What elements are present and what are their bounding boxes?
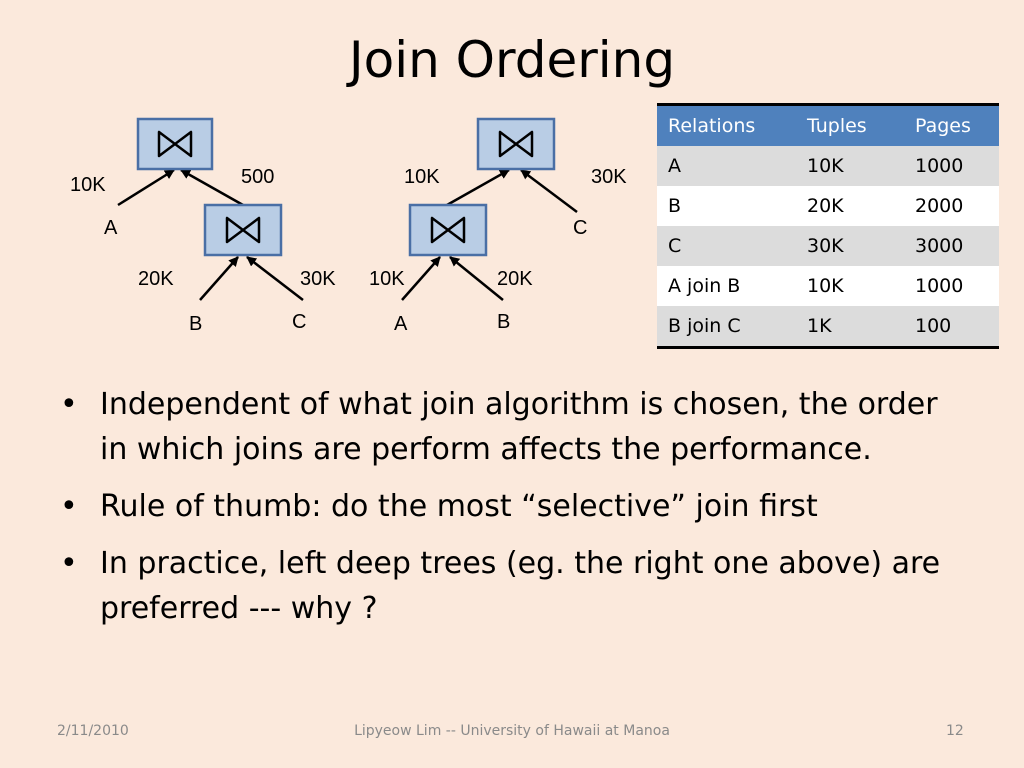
relation-label-a: A [394, 313, 408, 335]
join-node-child [408, 203, 488, 257]
slide-title: Join Ordering [348, 31, 676, 89]
table-cell: 1000 [904, 146, 999, 186]
column-header: Pages [904, 104, 999, 146]
footer-date: 2/11/2010 [57, 723, 129, 739]
edge-b-to-join [199, 256, 239, 301]
edge-a-to-join [401, 256, 441, 301]
bullet-item: In practice, left deep trees (eg. the ri… [60, 541, 960, 631]
relations-table: Relations Tuples Pages A 10K 1000 B 20K … [657, 103, 999, 349]
join-node-root [136, 117, 214, 171]
table-cell: C [657, 226, 796, 266]
table-cell: 100 [904, 306, 999, 348]
left-tree: 10K 500 A 20K 30K B C [70, 117, 336, 335]
table-cell: 3000 [904, 226, 999, 266]
table-cell: B join C [657, 306, 796, 348]
table-header-row: Relations Tuples Pages [657, 104, 999, 146]
bullet-list: Independent of what join algorithm is ch… [60, 382, 960, 643]
table-cell: A [657, 146, 796, 186]
column-header: Tuples [796, 104, 904, 146]
edge-join-to-root [180, 168, 244, 207]
table-cell: 30K [796, 226, 904, 266]
table-cell: A join B [657, 266, 796, 306]
relation-label-b: B [189, 313, 202, 335]
table-cell: 10K [796, 266, 904, 306]
cardinality-label: 500 [241, 166, 274, 188]
bowtie-join-icon [430, 216, 466, 244]
edge-c-to-root [520, 169, 578, 213]
cardinality-label: 10K [404, 166, 440, 188]
table-cell: 10K [796, 146, 904, 186]
table-cell: 20K [796, 186, 904, 226]
cardinality-label: 20K [138, 268, 174, 290]
footer-author: Lipyeow Lim -- University of Hawaii at M… [354, 723, 670, 739]
cardinality-label: 30K [300, 268, 336, 290]
table-row: C 30K 3000 [657, 226, 999, 266]
cardinality-label: 30K [591, 166, 627, 188]
table-cell: 1000 [904, 266, 999, 306]
edge-b-to-join [449, 256, 504, 301]
bullet-item: Independent of what join algorithm is ch… [60, 382, 960, 472]
cardinality-label: 20K [497, 268, 533, 290]
table-row: B join C 1K 100 [657, 306, 999, 348]
relation-label-c: C [292, 311, 306, 333]
table-row: A 10K 1000 [657, 146, 999, 186]
bullet-item: Rule of thumb: do the most “selective” j… [60, 484, 960, 529]
edge-c-to-join [246, 256, 304, 301]
edge-join-to-root [446, 168, 510, 207]
relation-label-c: C [573, 217, 587, 239]
cardinality-label: 10K [369, 268, 405, 290]
table-row: A join B 10K 1000 [657, 266, 999, 306]
bowtie-join-icon [157, 130, 193, 158]
bowtie-join-icon [225, 216, 261, 244]
table-cell: 1K [796, 306, 904, 348]
cardinality-label: 10K [70, 174, 106, 196]
join-node-root [476, 117, 556, 171]
relation-label-a: A [104, 217, 118, 239]
table-row: B 20K 2000 [657, 186, 999, 226]
footer-page-number: 12 [946, 723, 964, 739]
right-tree: 10K 30K C 10K 20K A B [369, 117, 627, 335]
table-cell: B [657, 186, 796, 226]
relation-label-b: B [497, 311, 510, 333]
bowtie-join-icon [498, 130, 534, 158]
column-header: Relations [657, 104, 796, 146]
join-node-child [203, 203, 283, 257]
edge-a-to-root [117, 168, 175, 207]
table-cell: 2000 [904, 186, 999, 226]
